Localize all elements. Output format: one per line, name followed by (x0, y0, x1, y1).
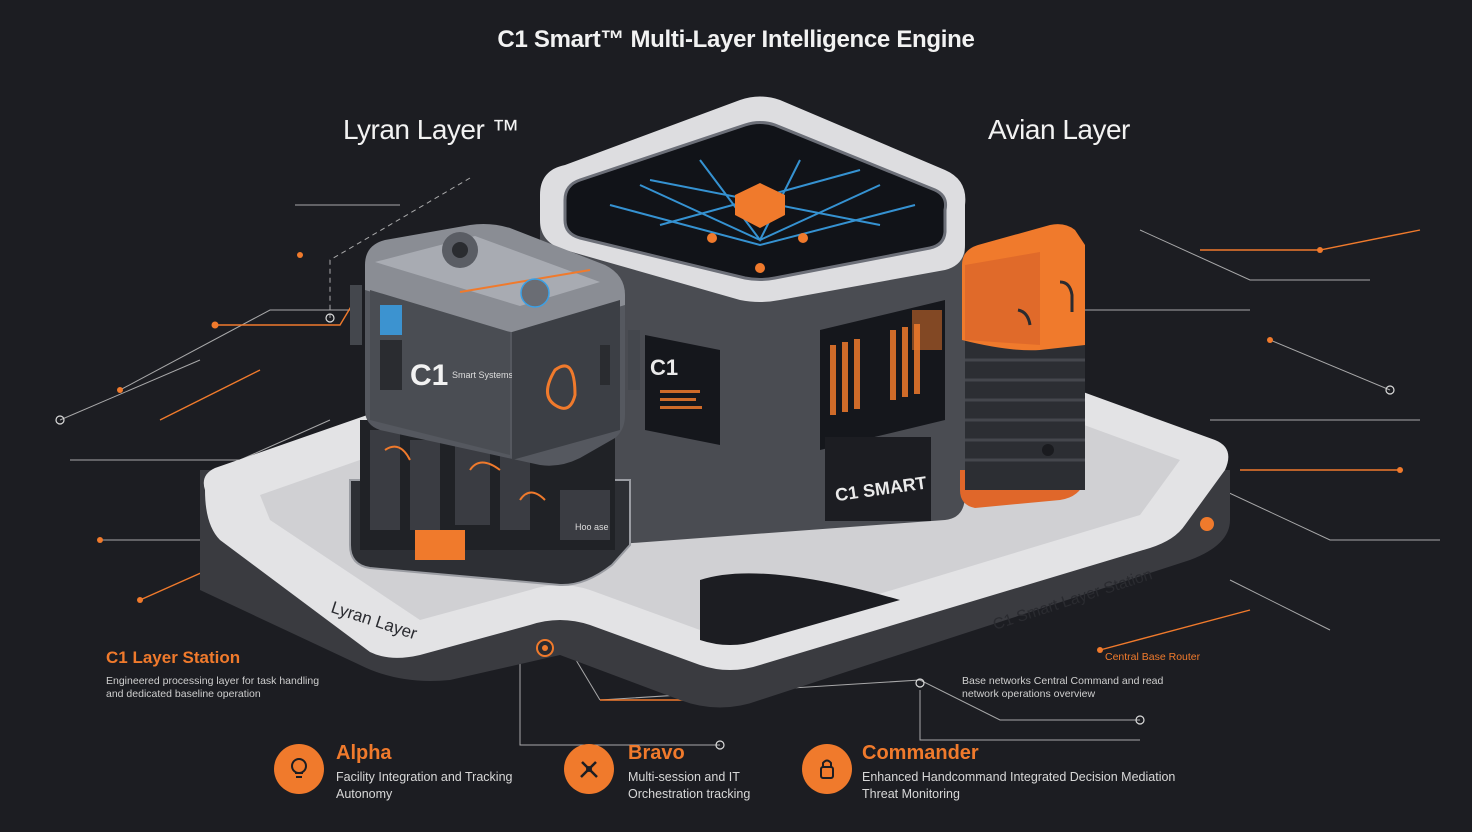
lyran-brand-text: C1 (410, 359, 448, 392)
avian-layer-label: Avian Layer (988, 114, 1130, 145)
base-router-desc-2: network operations overview (962, 688, 1096, 700)
layer-station-desc-1: Engineered processing layer for task han… (106, 675, 320, 687)
feature-commander-desc-1: Enhanced Handcommand Integrated Decision… (862, 770, 1176, 784)
lyran-layer-label: Lyran Layer ™ (343, 114, 520, 145)
circuit-dots-white (55, 313, 1395, 750)
base-router-desc-1: Base networks Central Command and read (962, 675, 1164, 687)
lock-icon (802, 744, 852, 794)
feature-alpha-desc-1: Facility Integration and Tracking (336, 770, 513, 784)
layer-station-desc-2: and dedicated baseline operation (106, 688, 261, 700)
lower-panel-text: Hoo ase (575, 522, 609, 532)
lyran-brand-sub: Smart Systems (452, 370, 514, 380)
central-brand-text: C1 (650, 355, 678, 380)
page-title: C1 Smart™ Multi-Layer Intelligence Engin… (497, 26, 975, 53)
feature-bravo-title: Bravo (628, 742, 685, 764)
lyran-unit: Hoo ase C1 Smart Systems (349, 224, 640, 587)
bulb-icon (274, 744, 324, 794)
feature-alpha-title: Alpha (336, 742, 392, 764)
feature-commander-title: Commander (862, 742, 979, 764)
feature-alpha-desc-2: Autonomy (336, 787, 393, 801)
central-unit: C1 C1 SMART (540, 96, 966, 548)
feature-bravo-desc-1: Multi-session and IT (628, 770, 740, 784)
avian-unit (960, 224, 1085, 508)
base-router-title: Central Base Router (1105, 651, 1201, 663)
feature-bravo-desc-2: Orchestration tracking (628, 787, 751, 801)
circuit-dots (97, 247, 1403, 653)
tools-icon (564, 744, 614, 794)
feature-commander-desc-2: Threat Monitoring (862, 787, 960, 801)
layer-station-title: C1 Layer Station (106, 648, 241, 667)
